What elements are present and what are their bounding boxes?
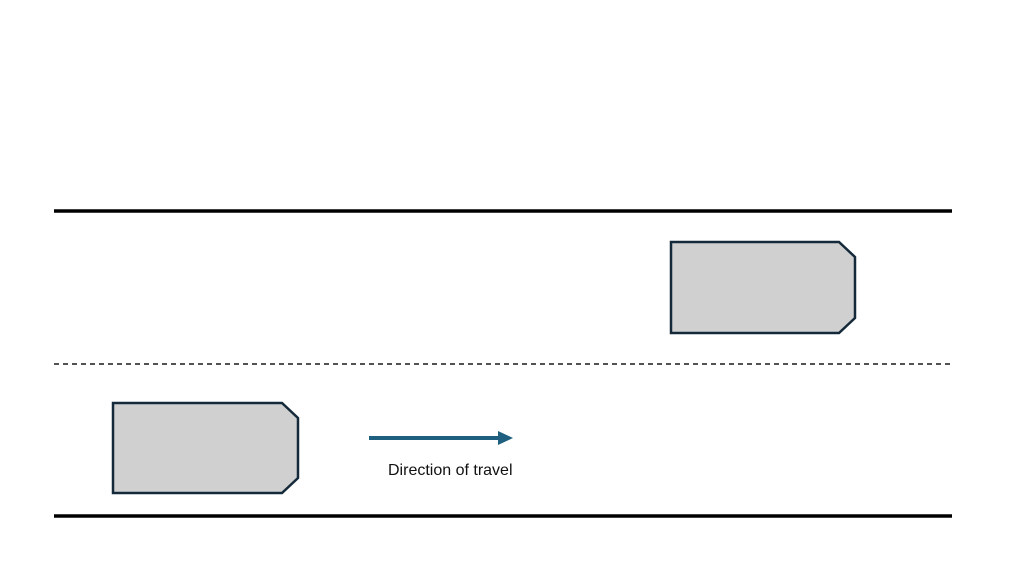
vehicle-lower-lane [111,401,300,495]
vehicle-upper-lane [669,240,857,335]
direction-arrow-head [498,431,513,445]
direction-of-travel-label: Direction of travel [388,462,513,479]
direction-arrow [369,431,513,445]
